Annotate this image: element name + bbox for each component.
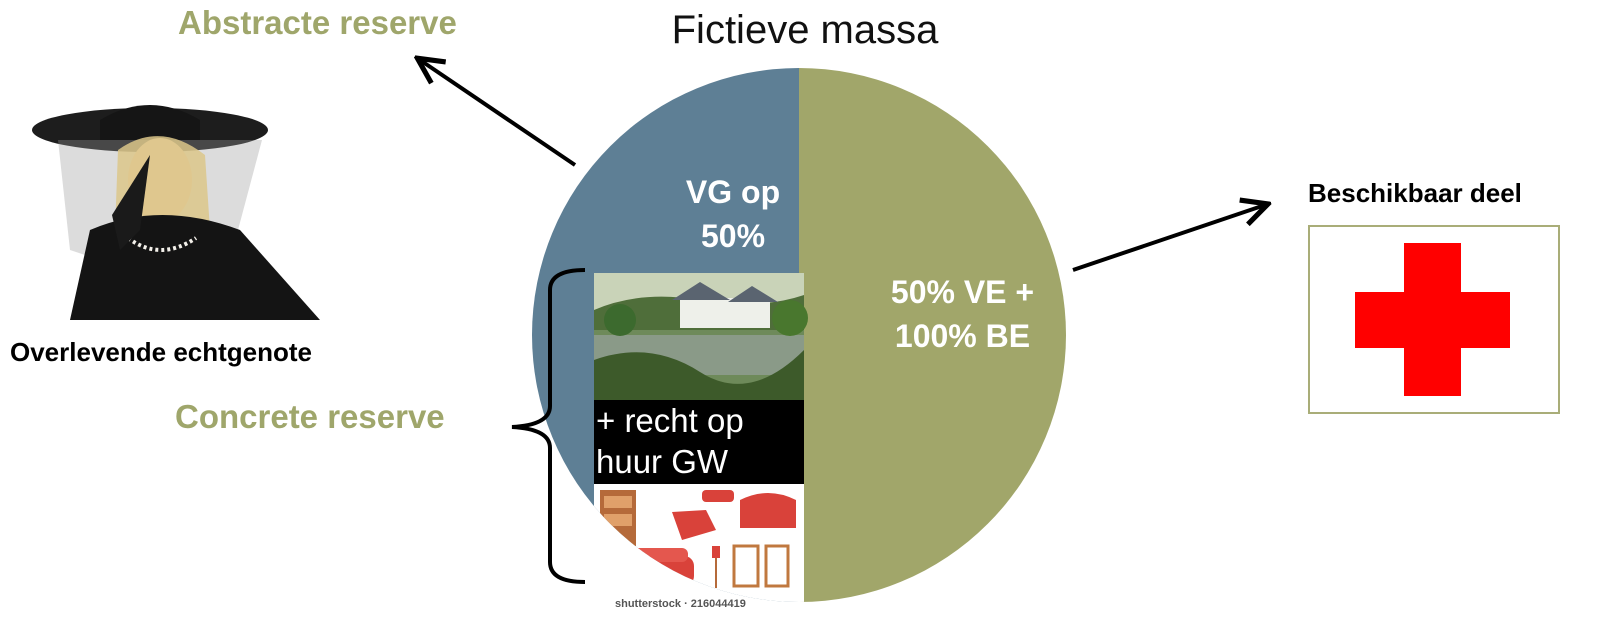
right-half-line2: 100% BE [894,318,1031,354]
left-half-label: VG op 50% [670,170,796,258]
curly-brace [511,268,586,584]
left-half-line2: 50% [700,218,766,254]
concrete-reserve-label: Concrete reserve [175,398,445,435]
arrow-to-abstract-reserve [420,60,577,167]
pie-right-half [799,68,1066,602]
widow-photo [32,100,330,322]
right-half-line1: 50% VE + [890,274,1035,310]
available-share-panel [1308,225,1560,414]
right-half-label: 50% VE + 100% BE [870,270,1055,358]
house-photo [594,273,808,400]
furniture-illustration [594,484,804,602]
stock-watermark: shutterstock · 216044419 [615,598,746,610]
abstract-reserve-label: Abstracte reserve [178,4,457,41]
diagram-title: Fictieve massa [671,8,939,52]
surviving-spouse-label: Overlevende echtgenote [10,337,312,367]
rent-right-label: + recht op huur GW [594,400,804,484]
available-share-label: Beschikbaar deel [1308,178,1522,208]
left-half-line1: VG op [685,174,781,210]
arrow-to-available-share [1072,205,1265,272]
